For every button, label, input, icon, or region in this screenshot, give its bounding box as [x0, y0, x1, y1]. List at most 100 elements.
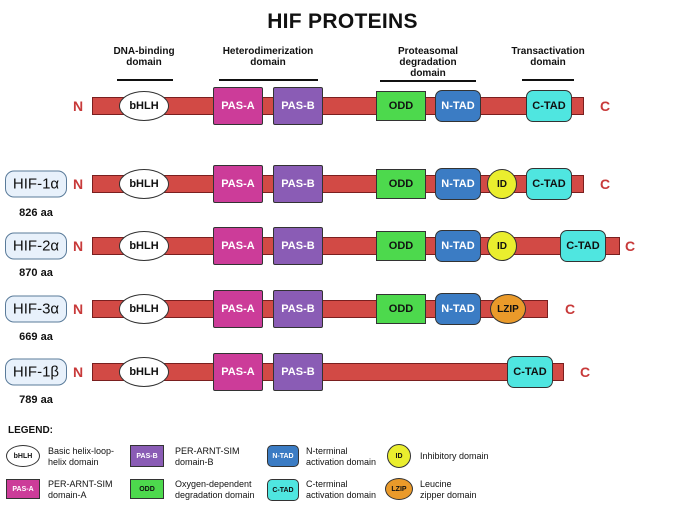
pas-a-domain: PAS-A: [213, 353, 263, 391]
legend-id-line1: Inhibitory domain: [420, 451, 489, 461]
legend-lzip-line1: Leucine: [420, 479, 452, 489]
odd-domain: ODD: [376, 91, 426, 121]
header-heterodimerization-line2: domain: [250, 57, 286, 68]
protein-bar: [92, 363, 564, 381]
legend-lzip-text: Leucine zipper domain: [420, 479, 477, 501]
pas-a-domain: PAS-A: [213, 290, 263, 328]
pas-b-domain: PAS-B: [273, 87, 323, 125]
pas-a-domain: PAS-A: [213, 227, 263, 265]
header-proteasomal-underline: [380, 80, 476, 82]
legend-bhlh-swatch: bHLH: [6, 445, 40, 467]
bhlh-domain: bHLH: [119, 294, 169, 324]
legend-pas-a-swatch: PAS-A: [6, 479, 40, 499]
legend-id-swatch: ID: [387, 444, 411, 468]
n-tad-domain: N-TAD: [435, 90, 481, 122]
odd-domain: ODD: [376, 169, 426, 199]
header-dna-binding-line2: domain: [126, 57, 162, 68]
legend-c-tad-swatch: C-TAD: [267, 479, 299, 501]
bhlh-domain: bHLH: [119, 169, 169, 199]
n-tad-domain: N-TAD: [435, 293, 481, 325]
legend-title: LEGEND:: [8, 425, 53, 436]
legend-lzip-swatch: LZIP: [385, 478, 413, 500]
c-tad-domain: C-TAD: [526, 168, 572, 200]
legend-pas-a-line2: domain-A: [48, 490, 87, 500]
bhlh-domain: bHLH: [119, 357, 169, 387]
n-terminus: N: [72, 176, 84, 192]
pas-b-domain: PAS-B: [273, 353, 323, 391]
legend-pas-a-text: PER-ARNT-SIM domain-A: [48, 479, 113, 501]
legend-odd-line1: Oxygen-dependent: [175, 479, 252, 489]
protein-label-hif-2a: HIF-2α: [5, 232, 67, 260]
legend-c-tad-line1: C-terminal: [306, 479, 348, 489]
c-terminus: C: [599, 98, 611, 114]
odd-domain: ODD: [376, 294, 426, 324]
odd-domain: ODD: [376, 231, 426, 261]
legend-n-tad-line2: activation domain: [306, 457, 377, 467]
pas-a-domain: PAS-A: [213, 87, 263, 125]
legend-n-tad-text: N-terminal activation domain: [306, 446, 376, 468]
c-terminus: C: [579, 364, 591, 380]
legend-pas-a-line1: PER-ARNT-SIM: [48, 479, 113, 489]
pas-b-domain: PAS-B: [273, 290, 323, 328]
legend-odd-text: Oxygen-dependent degradation domain: [175, 479, 255, 501]
legend-bhlh-line2: helix domain: [48, 457, 99, 467]
id-domain: ID: [487, 169, 517, 199]
legend-c-tad-text: C-terminal activation domain: [306, 479, 376, 501]
n-terminus: N: [72, 238, 84, 254]
legend-c-tad-line2: activation domain: [306, 490, 377, 500]
header-transactivation-underline: [522, 79, 574, 81]
c-tad-domain: C-TAD: [560, 230, 606, 262]
protein-length-hif-1b: 789 aa: [19, 394, 53, 406]
n-terminus: N: [72, 98, 84, 114]
header-dna-binding-underline: [117, 79, 173, 81]
n-terminus: N: [72, 364, 84, 380]
n-tad-domain: N-TAD: [435, 168, 481, 200]
header-proteasomal-line1: Proteasomal: [397, 46, 459, 57]
lzip-domain: LZIP: [490, 294, 526, 324]
bhlh-domain: bHLH: [119, 91, 169, 121]
n-terminus: N: [72, 301, 84, 317]
protein-label-hif-3a: HIF-3α: [5, 295, 67, 323]
legend-pas-b-line1: PER-ARNT-SIM: [175, 446, 240, 456]
legend-odd-swatch: ODD: [130, 479, 164, 499]
legend-odd-line2: degradation domain: [175, 490, 255, 500]
header-heterodimerization-line1: Heterodimerization: [222, 46, 314, 57]
header-heterodimerization-underline: [219, 79, 318, 81]
legend-id-text: Inhibitory domain: [420, 451, 489, 462]
c-terminus: C: [599, 176, 611, 192]
legend-pas-b-swatch: PAS-B: [130, 445, 164, 467]
header-transactivation-line1: Transactivation: [511, 46, 585, 57]
header-dna-binding-line1: DNA-binding: [113, 46, 175, 57]
protein-length-hif-1a: 826 aa: [19, 207, 53, 219]
bhlh-domain: bHLH: [119, 231, 169, 261]
pas-a-domain: PAS-A: [213, 165, 263, 203]
figure-title: HIF PROTEINS: [267, 10, 418, 33]
c-tad-domain: C-TAD: [526, 90, 572, 122]
pas-b-domain: PAS-B: [273, 227, 323, 265]
n-tad-domain: N-TAD: [435, 230, 481, 262]
header-dna-binding: DNA-binding domain: [113, 46, 174, 68]
c-terminus: C: [564, 301, 576, 317]
legend-pas-b-line2: domain-B: [175, 457, 214, 467]
header-proteasomal-line3: domain: [410, 68, 446, 79]
legend-bhlh-text: Basic helix-loop- helix domain: [48, 446, 114, 468]
legend-bhlh-line1: Basic helix-loop-: [48, 446, 115, 456]
protein-label-hif-1a: HIF-1α: [5, 170, 67, 198]
protein-bar: [92, 237, 620, 255]
protein-label-hif-1b: HIF-1β: [5, 358, 67, 386]
legend-n-tad-line1: N-terminal: [306, 446, 348, 456]
c-terminus: C: [624, 238, 636, 254]
legend-pas-b-text: PER-ARNT-SIM domain-B: [175, 446, 240, 468]
pas-b-domain: PAS-B: [273, 165, 323, 203]
c-tad-domain: C-TAD: [507, 356, 553, 388]
header-proteasomal: Proteasomal degradation domain: [398, 46, 458, 79]
protein-length-hif-2a: 870 aa: [19, 267, 53, 279]
protein-length-hif-3a: 669 aa: [19, 331, 53, 343]
id-domain: ID: [487, 231, 517, 261]
header-transactivation: Transactivation domain: [511, 46, 584, 68]
header-heterodimerization: Heterodimerization domain: [223, 46, 314, 68]
header-transactivation-line2: domain: [530, 57, 566, 68]
legend-n-tad-swatch: N-TAD: [267, 445, 299, 467]
legend-lzip-line2: zipper domain: [420, 490, 477, 500]
header-proteasomal-line2: degradation: [399, 57, 457, 68]
